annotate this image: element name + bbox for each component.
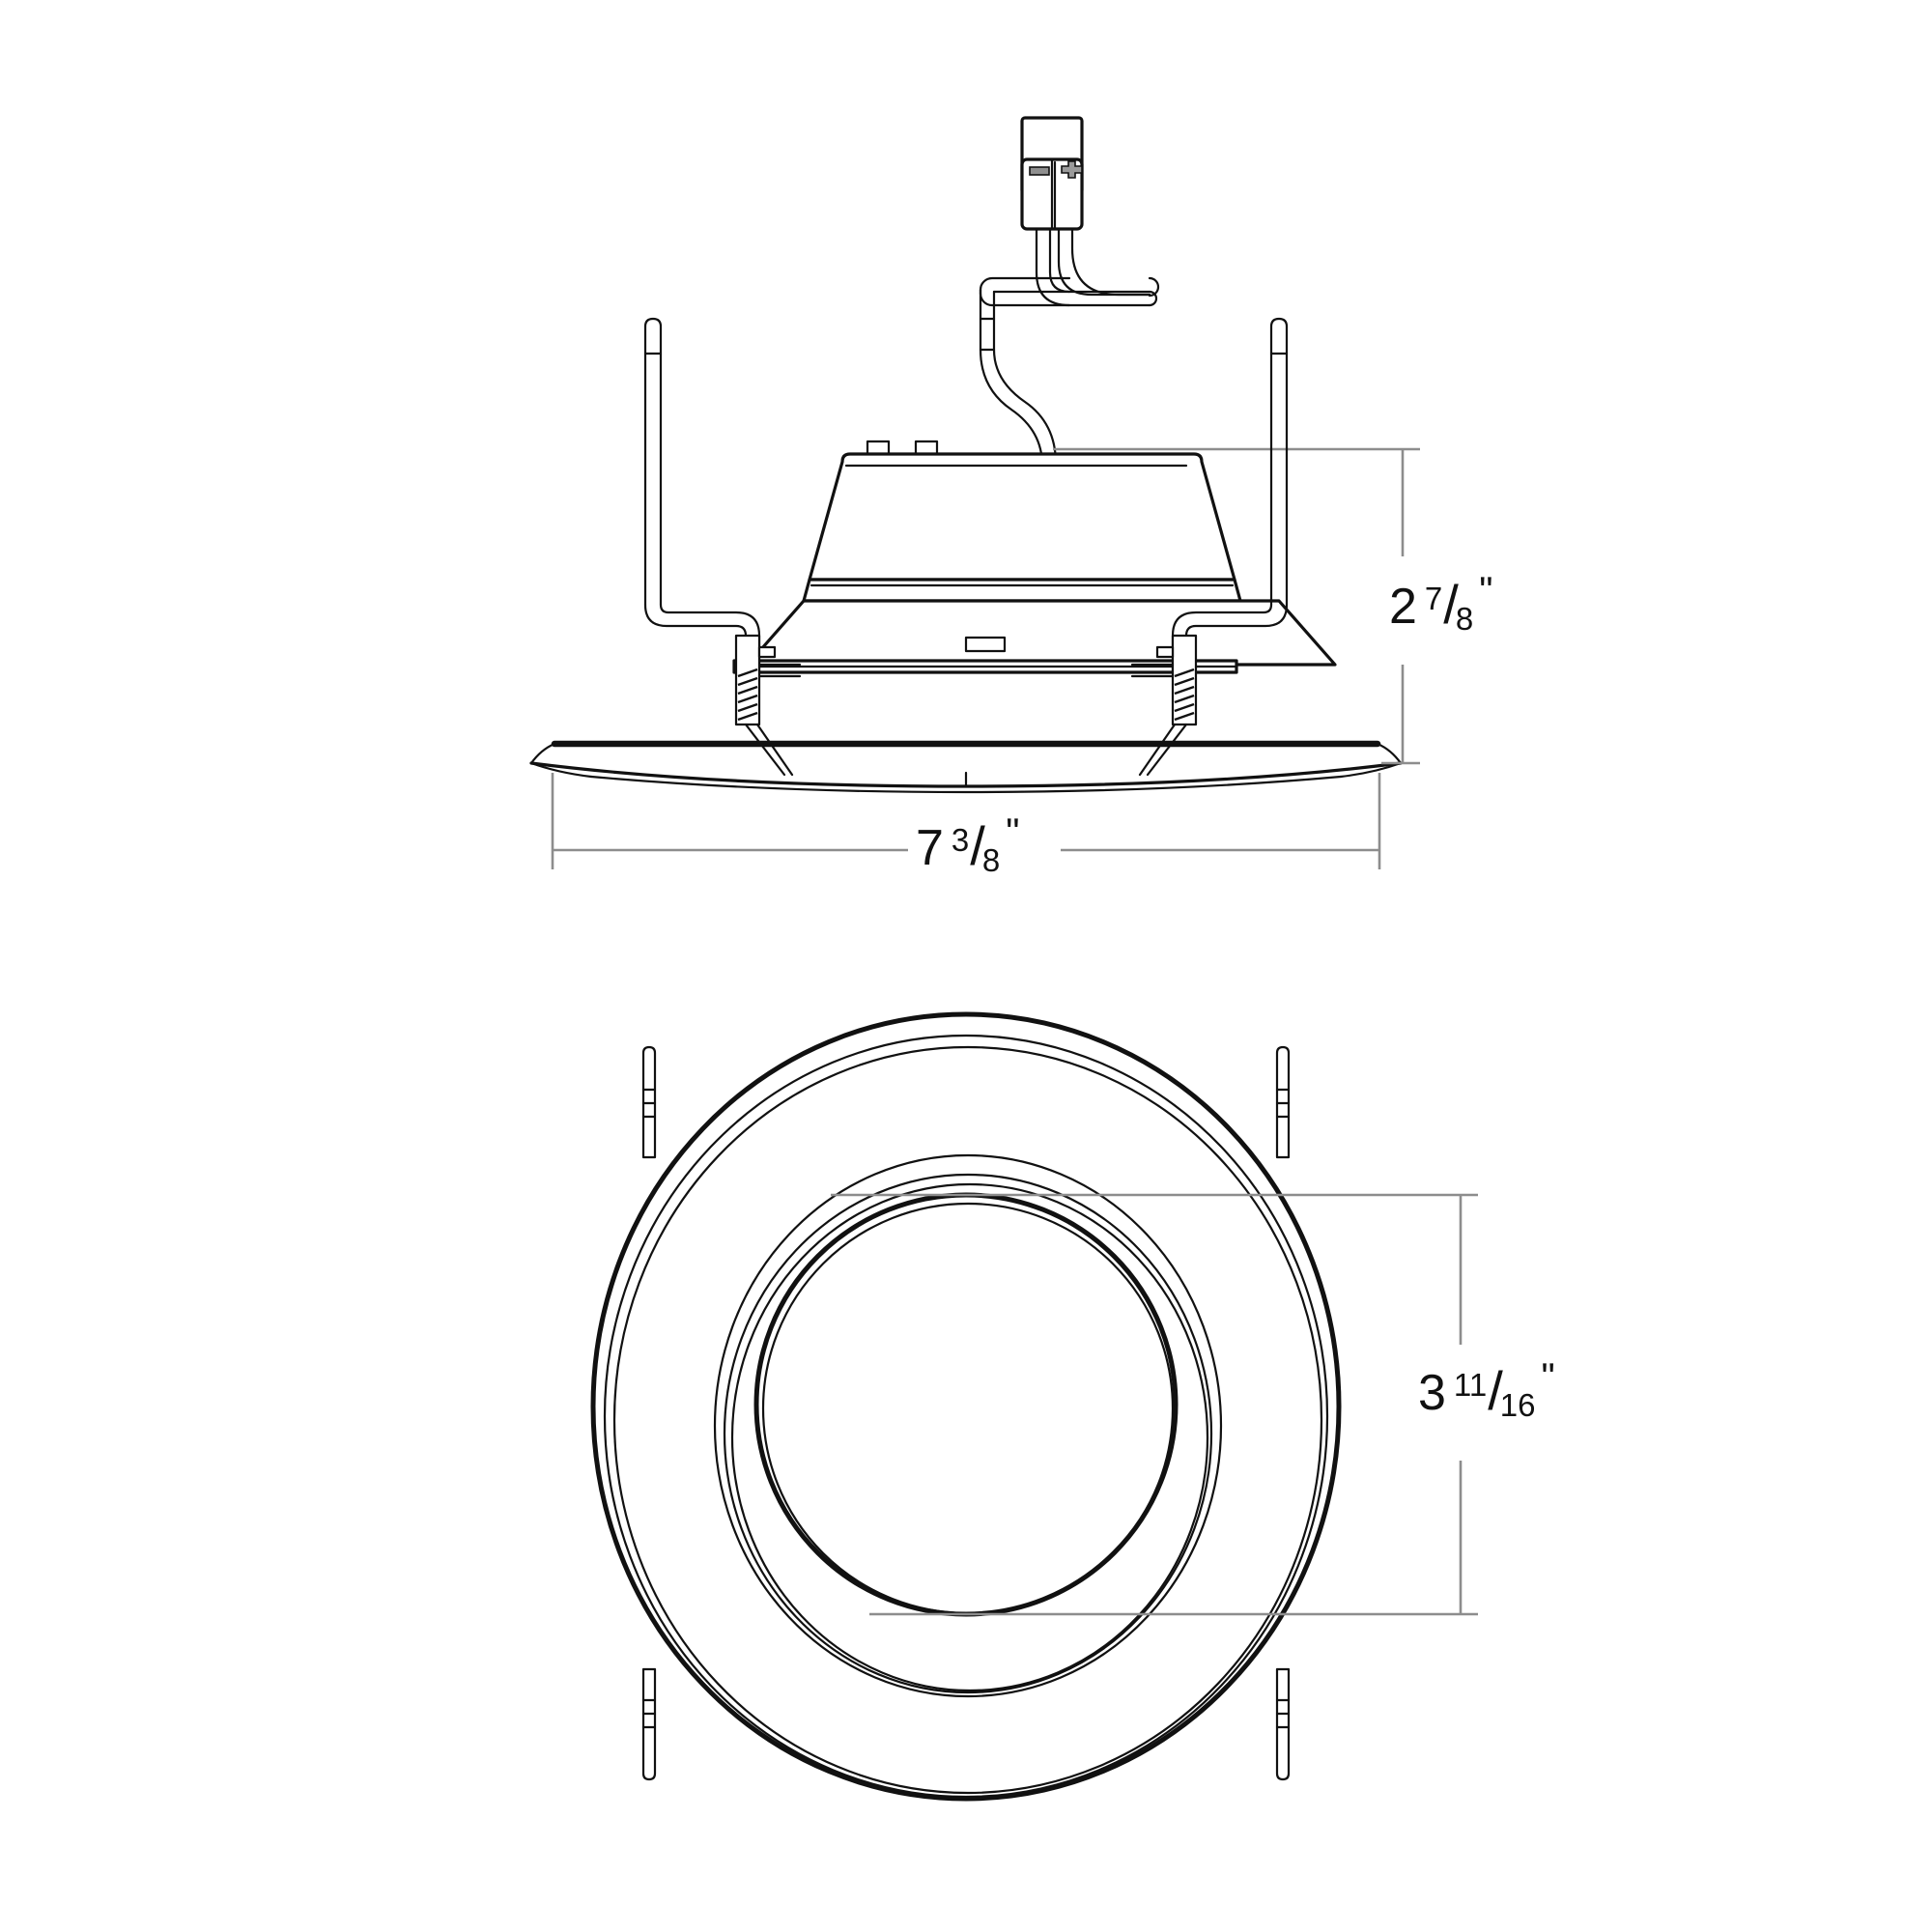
dimension-denominator-diameter: 8: [981, 842, 1001, 878]
reflector-lip: [732, 636, 1238, 674]
dimension-numerator-aperture: 11: [1453, 1367, 1488, 1403]
dimension-flange-diameter: [551, 773, 1381, 869]
dimension-whole-diameter: 7: [916, 820, 945, 876]
trim-flange-ring: [590, 1011, 1342, 1802]
bottom-plan-view: [590, 1011, 1478, 1802]
fraction-slash-icon: /: [1443, 574, 1459, 635]
inch-mark-aperture: ": [1541, 1356, 1555, 1399]
inch-mark-height: ": [1479, 570, 1493, 612]
trim-flange: [529, 740, 1403, 794]
side-elevation-view: [529, 116, 1420, 869]
inch-mark-diameter: ": [1006, 811, 1020, 854]
dimension-whole-aperture: 3: [1418, 1365, 1447, 1421]
dimension-numerator-height: 7: [1424, 581, 1443, 616]
dimension-whole-height: 2: [1389, 579, 1418, 635]
quick-connect-plug: [1020, 116, 1084, 231]
dimension-aperture-diameter: [831, 1193, 1478, 1616]
torsion-spring-clip-right: [1130, 317, 1289, 777]
dimension-numerator-diameter: 3: [951, 822, 970, 858]
dimension-overall-height: [1381, 449, 1420, 765]
dimension-denominator-height: 8: [1455, 601, 1474, 637]
fraction-slash-icon: /: [1488, 1360, 1503, 1421]
torsion-spring-clip-left: [643, 317, 802, 777]
dimension-denominator-aperture: 16: [1499, 1387, 1536, 1423]
lens-aperture: [753, 1192, 1179, 1617]
torsion-spring-clip-bottom: [641, 1667, 1291, 1781]
reflector-cone: [713, 1153, 1223, 1698]
driver-housing: [746, 440, 1337, 667]
fraction-slash-icon: /: [970, 815, 985, 876]
torsion-spring-clip-top: [641, 1045, 1291, 1159]
wire-leads: [979, 227, 1160, 495]
